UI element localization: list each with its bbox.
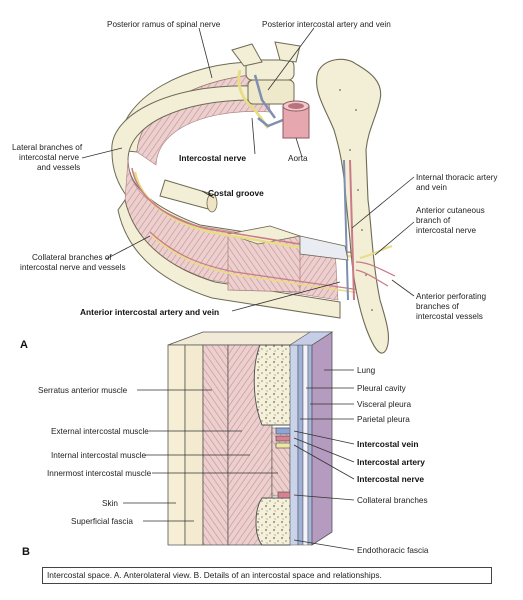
label-anterior-cutaneous-line2: branch of (416, 216, 451, 225)
label-intercostal-artery: Intercostal artery (357, 457, 425, 467)
label-posterior-ramus: Posterior ramus of spinal nerve (107, 20, 221, 29)
label-internal-intercostal: Internal intercostal muscle (51, 451, 147, 460)
rib-cut-face (206, 193, 218, 213)
intercostal-vessel-path (131, 167, 361, 255)
panel-b-letter: B (22, 546, 30, 558)
label-anterior-perforating-line1: Anterior perforating (416, 292, 487, 301)
label-aorta: Aorta (288, 154, 308, 163)
serratus-layer (202, 344, 229, 546)
label-anterior-perforating-line2: branches of (416, 302, 460, 311)
label-internal-thoracic-line2: and vein (416, 183, 447, 192)
superficial-fascia-layer (184, 344, 204, 546)
collateral-nerve-path (151, 235, 361, 294)
label-collateral-line2: intercostal nerve and vessels (20, 263, 126, 272)
skin-layer (167, 344, 186, 546)
panel-a-illustration (111, 41, 396, 354)
label-pleural-cavity: Pleural cavity (357, 384, 407, 393)
label-collateral-branches: Collateral branches (357, 496, 428, 505)
panel-a-leaders (81, 27, 415, 312)
costal-cartilage (299, 235, 349, 261)
label-lateral-branches-line3: and vessels (37, 163, 80, 172)
figure-caption: Intercostal space. A. Anterolateral view… (47, 570, 382, 580)
posterior-vessels (253, 74, 289, 128)
anterior-cutaneous-branch (359, 245, 393, 259)
label-innermost-intercostal: Innermost intercostal muscle (47, 469, 152, 478)
vertebra (231, 41, 301, 105)
internal-thoracic-artery (349, 159, 355, 301)
panel-b-labels: Serratus anterior muscle External interc… (22, 366, 429, 558)
label-anterior-cutaneous-line1: Anterior cutaneous (416, 206, 485, 215)
label-visceral-pleura: Visceral pleura (357, 400, 411, 409)
panel-b-illustration (167, 331, 334, 546)
panel-a-labels: Posterior ramus of spinal nerve Posterio… (12, 20, 498, 351)
label-serratus-anterior: Serratus anterior muscle (38, 386, 128, 395)
internal-thoracic-vessels (343, 159, 349, 301)
rib-cut-section (159, 179, 216, 211)
label-skin: Skin (102, 499, 118, 508)
label-lung: Lung (357, 366, 376, 375)
label-anterior-cutaneous-line3: intercostal nerve (416, 226, 477, 235)
label-posterior-intercostal-artery-vein: Posterior intercostal artery and vein (262, 20, 391, 29)
label-collateral-line1: Collateral branches of (32, 253, 112, 262)
label-anterior-perforating-line3: intercostal vessels (416, 312, 483, 321)
panel-a-letter: A (20, 339, 28, 351)
label-lateral-branches-line2: intercostal nerve (19, 153, 80, 162)
label-parietal-pleura: Parietal pleura (357, 415, 410, 424)
label-endothoracic-fascia: Endothoracic fascia (357, 546, 429, 555)
label-external-intercostal: External intercostal muscle (51, 427, 149, 436)
collateral-branch-path (149, 231, 361, 291)
label-internal-thoracic-line1: Internal thoracic artery (416, 173, 498, 182)
label-intercostal-vein: Intercostal vein (357, 439, 418, 449)
parietal-pleura-layer (297, 344, 304, 546)
label-intercostal-nerve-a: Intercostal nerve (179, 153, 246, 163)
label-anterior-intercostal: Anterior intercostal artery and vein (80, 307, 219, 317)
aorta (282, 100, 310, 139)
panel-b-leaders (123, 369, 355, 551)
deep-layers-top (288, 331, 334, 346)
label-intercostal-nerve-b: Intercostal nerve (357, 474, 424, 484)
pleural-cavity-layer (302, 344, 309, 546)
label-costal-groove: Costal groove (208, 188, 264, 198)
figure-caption-box: Intercostal space. A. Anterolateral view… (42, 567, 492, 584)
label-lateral-branches-line1: Lateral branches of (12, 143, 83, 152)
spinal-nerve (237, 69, 270, 129)
anterior-perforating-branches (355, 261, 396, 287)
label-superficial-fascia: Superficial fascia (71, 517, 133, 526)
